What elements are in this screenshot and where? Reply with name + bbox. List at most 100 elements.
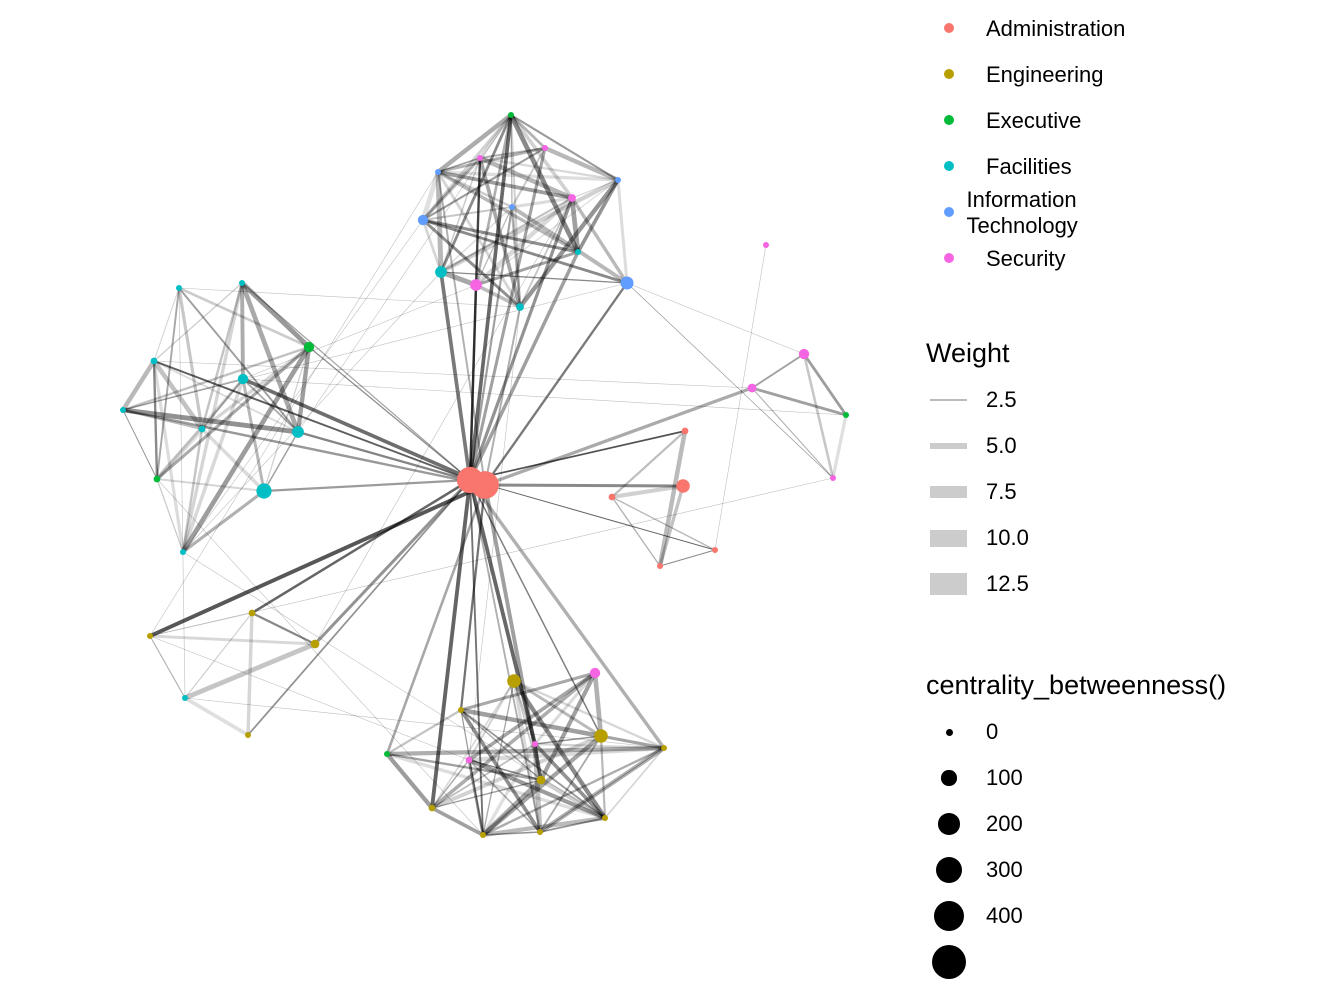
edge	[435, 171, 444, 273]
edge	[467, 759, 485, 836]
edge	[421, 114, 513, 221]
edge	[153, 287, 180, 362]
edge	[751, 386, 847, 417]
node-facilities	[180, 549, 186, 555]
edge	[482, 831, 541, 836]
edge	[122, 407, 299, 435]
edge	[513, 679, 665, 750]
edge	[802, 353, 848, 416]
weight-legend-item: 10.0	[926, 515, 1029, 561]
network-graph	[120, 112, 849, 838]
centrality-legend-item: 100	[926, 755, 1023, 801]
edge	[422, 218, 628, 285]
edge	[182, 551, 606, 819]
edge	[570, 197, 629, 284]
edge	[437, 157, 481, 173]
edge	[510, 205, 629, 285]
edge	[386, 709, 462, 755]
node-security	[465, 756, 473, 764]
edge	[467, 671, 597, 762]
edge	[751, 353, 805, 389]
edge	[200, 427, 266, 493]
node-administration	[712, 547, 718, 553]
edge	[440, 157, 481, 273]
edge	[386, 745, 665, 757]
edge	[538, 746, 666, 834]
node-administration	[681, 427, 689, 435]
edge	[468, 479, 666, 749]
edge	[510, 114, 513, 208]
edge	[481, 743, 537, 836]
weight-legend-item: 2.5	[926, 377, 1017, 423]
edge	[513, 680, 542, 781]
edge	[626, 282, 805, 355]
edge	[611, 496, 661, 567]
edge	[149, 635, 186, 699]
edge	[509, 114, 522, 308]
edge	[314, 197, 573, 645]
edge	[468, 680, 515, 761]
edge	[241, 282, 471, 481]
edge	[122, 408, 203, 431]
edge	[421, 156, 482, 222]
edge	[482, 680, 515, 836]
centrality-legend-title: centrality_betweenness()	[926, 670, 1227, 700]
node-engineering	[594, 729, 608, 743]
edge	[149, 635, 470, 761]
edge	[422, 206, 513, 221]
size-dot-icon	[945, 728, 953, 736]
edge	[240, 282, 245, 380]
node-security	[477, 155, 483, 161]
edge	[184, 641, 316, 701]
edge	[571, 179, 619, 199]
node-engineering	[661, 745, 667, 751]
edge	[510, 114, 546, 149]
weight-line-icon	[930, 442, 967, 450]
edge	[475, 283, 521, 309]
edge	[484, 282, 628, 486]
node-executive	[508, 112, 514, 118]
node-engineering	[602, 815, 608, 821]
edge	[181, 428, 204, 553]
edge	[484, 483, 684, 488]
edge	[263, 346, 310, 492]
node-executive	[303, 341, 315, 353]
edge	[831, 414, 848, 479]
edge	[297, 114, 512, 433]
edge	[149, 171, 439, 637]
edge	[468, 758, 606, 820]
edge	[200, 282, 244, 430]
edge	[178, 287, 186, 699]
edge	[714, 244, 767, 551]
edge	[239, 282, 301, 433]
edge	[422, 218, 521, 309]
edge	[469, 479, 484, 836]
node-engineering	[507, 674, 521, 688]
node-facilities	[575, 249, 581, 255]
node-security	[532, 741, 538, 747]
edge	[468, 251, 580, 481]
node-engineering	[248, 609, 256, 617]
edge	[658, 485, 685, 567]
weight-legend-item: 12.5	[926, 561, 1029, 607]
edge	[460, 709, 542, 781]
edge	[534, 735, 602, 745]
edge	[468, 157, 482, 481]
edge	[437, 170, 619, 182]
weight-legend-item: 7.5	[926, 469, 1017, 515]
node-facilities	[198, 425, 206, 433]
edge	[657, 430, 688, 567]
edge	[431, 734, 602, 810]
edge	[468, 306, 521, 761]
edge	[468, 206, 514, 481]
edge	[469, 479, 541, 833]
edge	[122, 409, 158, 480]
edge	[385, 484, 487, 755]
node-engineering	[245, 732, 251, 738]
node-security	[589, 667, 601, 679]
edge	[182, 489, 265, 554]
node-information-technology	[417, 214, 429, 226]
edge	[592, 672, 604, 737]
edge	[182, 271, 442, 553]
